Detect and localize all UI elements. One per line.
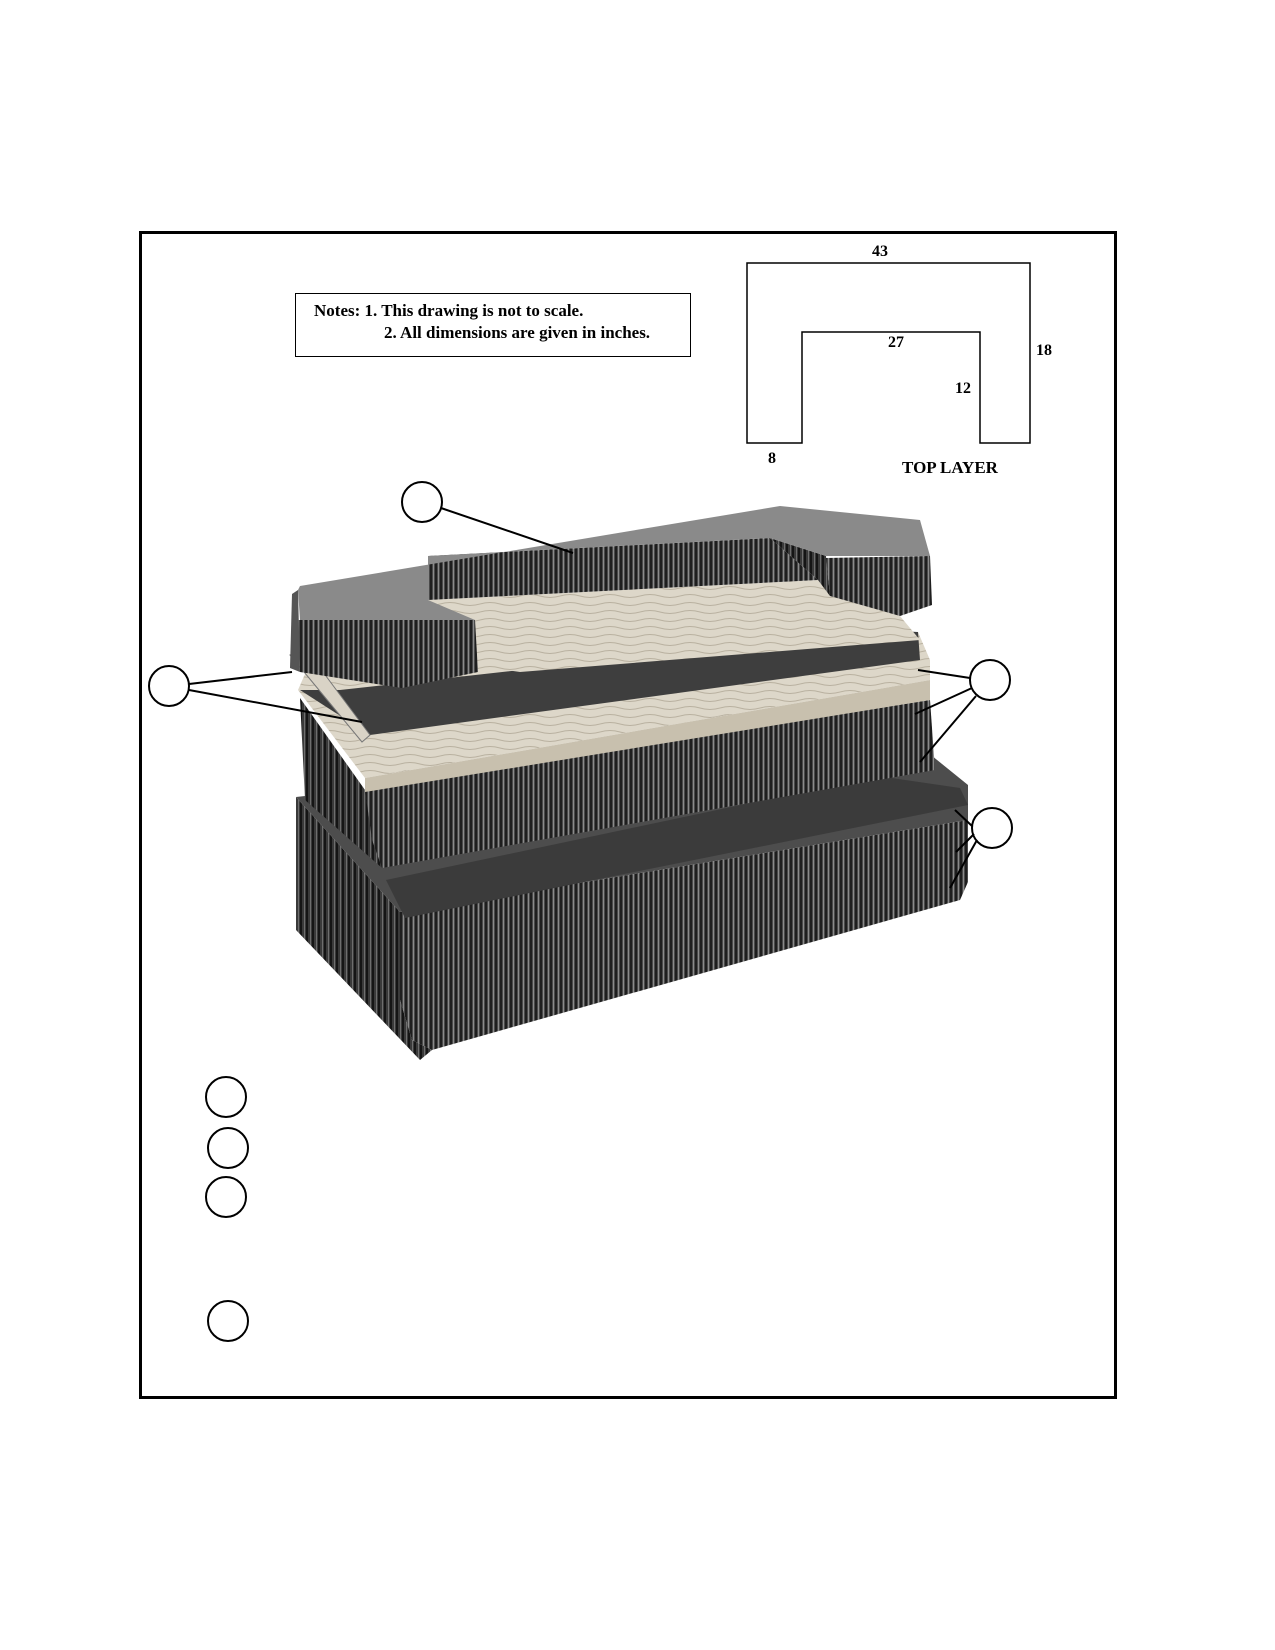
leader-spacer-1 <box>188 671 293 685</box>
callout-balloon-spacers <box>148 665 190 707</box>
callout-balloon-middle-layers <box>969 659 1011 701</box>
top-layer-outline <box>746 262 1031 444</box>
leader-top-layer <box>440 507 574 554</box>
bottom-tier-side <box>296 797 432 1060</box>
leader-bottom-1 <box>954 809 973 827</box>
middle-tier-front <box>365 700 935 868</box>
leader-middle-1 <box>917 669 971 679</box>
top-tier-inner-right <box>770 538 830 596</box>
legend-balloon-1 <box>205 1076 247 1118</box>
top-tier-deck <box>428 580 920 672</box>
leader-spacer-2 <box>188 689 363 723</box>
spacer-band <box>300 630 920 735</box>
leader-middle-3 <box>919 695 977 763</box>
plywood-board-front <box>365 680 930 792</box>
legend-balloon-3 <box>205 1176 247 1218</box>
cushion-stack-illustration <box>289 506 968 1060</box>
top-tier-left-arm-front <box>298 620 478 688</box>
dim-43: 43 <box>872 243 888 260</box>
callouts <box>148 481 1013 1342</box>
bottom-tier-front <box>400 820 968 1050</box>
note-line-1: Notes: 1. This drawing is not to scale. <box>314 301 584 320</box>
dim-8: 8 <box>768 450 776 467</box>
top-layer-title: TOP LAYER <box>902 458 999 477</box>
dim-18: 18 <box>1036 342 1052 359</box>
top-tier-left-side <box>290 590 300 672</box>
top-tier-top-surface <box>298 506 930 620</box>
leader-middle-2 <box>914 687 973 715</box>
callout-balloon-top-layer <box>401 481 443 523</box>
bottom-tier-step-top <box>386 776 968 918</box>
dim-12: 12 <box>955 380 971 397</box>
dim-27: 27 <box>888 334 904 351</box>
top-layer-diagram: 43 27 18 12 8 TOP LAYER <box>746 243 1052 477</box>
notes-box: Notes: 1. This drawing is not to scale. … <box>295 293 691 357</box>
note-line-2: 2. All dimensions are given in inches. <box>384 323 651 342</box>
legend-balloon-2 <box>207 1127 249 1169</box>
drawing-frame <box>139 231 1117 1399</box>
callout-balloon-bottom-layers <box>971 807 1013 849</box>
middle-tier-side <box>300 698 382 868</box>
top-tier-right-arm-front <box>826 556 932 616</box>
top-tier-inner-back <box>428 538 818 600</box>
legend-balloon-4 <box>207 1300 249 1342</box>
leader-bottom-2 <box>955 833 975 853</box>
leader-bottom-3 <box>949 839 978 889</box>
